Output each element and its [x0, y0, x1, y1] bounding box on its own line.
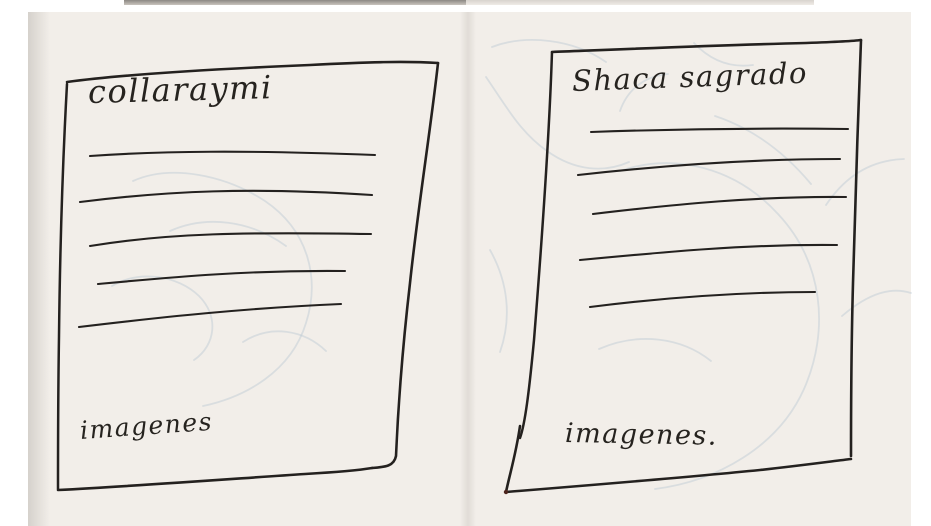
right-card-text-line	[591, 129, 848, 132]
left-card-title: collaraymi	[88, 68, 274, 111]
left-card-bottom-border	[58, 468, 372, 490]
right-card-text-line	[580, 245, 837, 260]
right-card-top-border	[552, 40, 861, 52]
right-card-left-border	[520, 52, 552, 438]
right-card-right-border	[851, 40, 861, 456]
left-card-right-border	[372, 63, 438, 468]
right-card-text-line	[593, 197, 846, 214]
left-card-text-line	[90, 233, 371, 246]
left-card-text-line	[80, 191, 372, 202]
left-card-text-line	[79, 304, 341, 327]
right-card-footer-label: imagenes.	[565, 418, 718, 452]
left-card-text-line	[90, 152, 375, 156]
show-through-marks	[112, 40, 911, 489]
ink-dot	[504, 490, 508, 494]
right-card-text-line	[590, 292, 815, 307]
left-card-left-border	[58, 84, 67, 489]
